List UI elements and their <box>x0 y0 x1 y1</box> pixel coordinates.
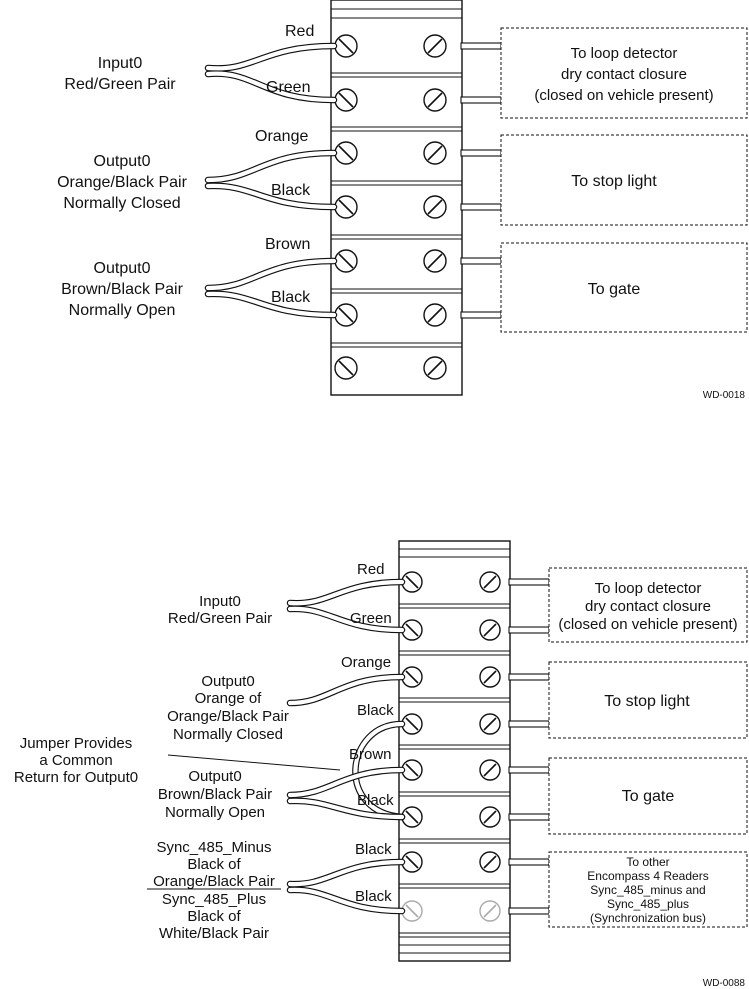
destination-box <box>500 27 748 119</box>
screw-icon <box>334 356 358 380</box>
destination-text: (closed on vehicle present) <box>558 616 737 633</box>
destination-text: (closed on vehicle present) <box>534 87 713 104</box>
circuit-label: Orange/Black Pair <box>153 873 275 890</box>
circuit-label: Input0 <box>199 593 241 610</box>
destination-text: dry contact closure <box>561 66 687 83</box>
circuit-label: Sync_485_Minus <box>156 839 271 856</box>
destination-text: Sync_485_minus and <box>590 883 705 897</box>
wire-label: Red <box>357 561 385 578</box>
circuit-label: Orange/Black Pair <box>57 174 188 191</box>
screw-icon <box>423 141 447 165</box>
wire-label: Black <box>355 888 392 905</box>
screw-icon <box>423 195 447 219</box>
circuit-label: Normally Closed <box>63 195 180 212</box>
screw-icon <box>334 303 358 327</box>
leads-2 <box>508 578 550 915</box>
destination-text: To stop light <box>604 693 690 710</box>
jumper-label: a Common <box>39 752 112 769</box>
circuit-label: Orange/Black Pair <box>167 708 289 725</box>
circuit-label: Input0 <box>98 55 143 72</box>
destination-text: To stop light <box>571 173 657 190</box>
circuit-label: Orange of <box>195 690 263 707</box>
circuit-label: Output0 <box>94 153 151 170</box>
destination-text: To gate <box>588 281 641 298</box>
destination-text: To other <box>626 855 669 869</box>
destination-text: Encompass 4 Readers <box>587 869 708 883</box>
circuit-label: Normally Closed <box>173 726 283 743</box>
screw-icon <box>334 195 358 219</box>
diagram-2: To loop detector dry contact closure (cl… <box>14 540 748 989</box>
wire-label: Brown <box>265 236 310 253</box>
screw-icon <box>334 88 358 112</box>
circuit-label: Brown/Black Pair <box>61 281 183 298</box>
circuit-label: White/Black Pair <box>159 925 269 942</box>
wire-label: Black <box>271 289 311 306</box>
screw-icon <box>479 900 501 922</box>
destination-text: To gate <box>622 788 675 805</box>
jumper-pointer <box>167 754 341 771</box>
screw-icon <box>334 141 358 165</box>
wire-label: Red <box>285 23 314 40</box>
circuit-label: Normally Open <box>165 804 265 821</box>
destination-box <box>548 567 748 643</box>
circuit-label: Black of <box>187 856 241 873</box>
circuit-label: Brown/Black Pair <box>158 786 272 803</box>
screw-icon <box>479 619 501 641</box>
destination-text: To loop detector <box>571 45 678 62</box>
wires-1 <box>204 42 338 319</box>
screw-icon <box>479 571 501 593</box>
screw-icon <box>479 666 501 688</box>
destination-box <box>548 661 748 739</box>
destination-box <box>548 851 748 928</box>
jumper-label: Jumper Provides <box>20 735 133 752</box>
wire-label: Green <box>266 79 310 96</box>
circuit-label: Red/Green Pair <box>168 610 272 627</box>
screw-icon <box>479 759 501 781</box>
wire-label: Black <box>357 702 394 719</box>
wire-label: Orange <box>255 128 308 145</box>
screw-icon <box>334 34 358 58</box>
destination-box <box>500 242 748 333</box>
circuit-label: Normally Open <box>69 302 176 319</box>
screw-icon <box>479 806 501 828</box>
destination-box <box>548 757 748 835</box>
circuit-label: Output0 <box>188 768 241 785</box>
screw-icon <box>423 249 447 273</box>
wire-label: Brown <box>349 746 392 763</box>
wire-label: Orange <box>341 654 391 671</box>
wire-label: Black <box>357 792 394 809</box>
wire-label: Black <box>271 182 311 199</box>
wire-label: Green <box>350 610 392 627</box>
screw-icon <box>479 851 501 873</box>
screw-icon <box>423 88 447 112</box>
screw-icon <box>423 34 447 58</box>
destination-text: dry contact closure <box>585 598 711 615</box>
screw-icon <box>423 356 447 380</box>
destination-text: (Synchronization bus) <box>590 911 706 925</box>
circuit-label: Output0 <box>201 673 254 690</box>
diagram-1: To loop detector dry contact closure (cl… <box>57 0 748 401</box>
circuit-label: Sync_485_Plus <box>162 891 266 908</box>
screw-icon <box>401 851 423 873</box>
figure-code: WD-0018 <box>703 390 746 401</box>
circuit-label: Output0 <box>94 260 151 277</box>
screw-icon <box>423 303 447 327</box>
destination-text: Sync_485_plus <box>607 897 689 911</box>
circuit-label: Red/Green Pair <box>64 76 176 93</box>
wires-2 <box>286 578 406 915</box>
terminal-block-2 <box>398 540 511 962</box>
screw-terminals-1 <box>334 34 447 380</box>
destination-text: To loop detector <box>595 580 702 597</box>
destination-box <box>500 134 748 226</box>
screw-icon <box>479 713 501 735</box>
circuit-label: Black of <box>187 908 241 925</box>
screw-icon <box>401 571 423 593</box>
figure-code: WD-0088 <box>703 978 746 989</box>
wire-label: Black <box>355 841 392 858</box>
leads-1 <box>460 42 502 319</box>
jumper-label: Return for Output0 <box>14 769 138 786</box>
screw-icon <box>334 249 358 273</box>
